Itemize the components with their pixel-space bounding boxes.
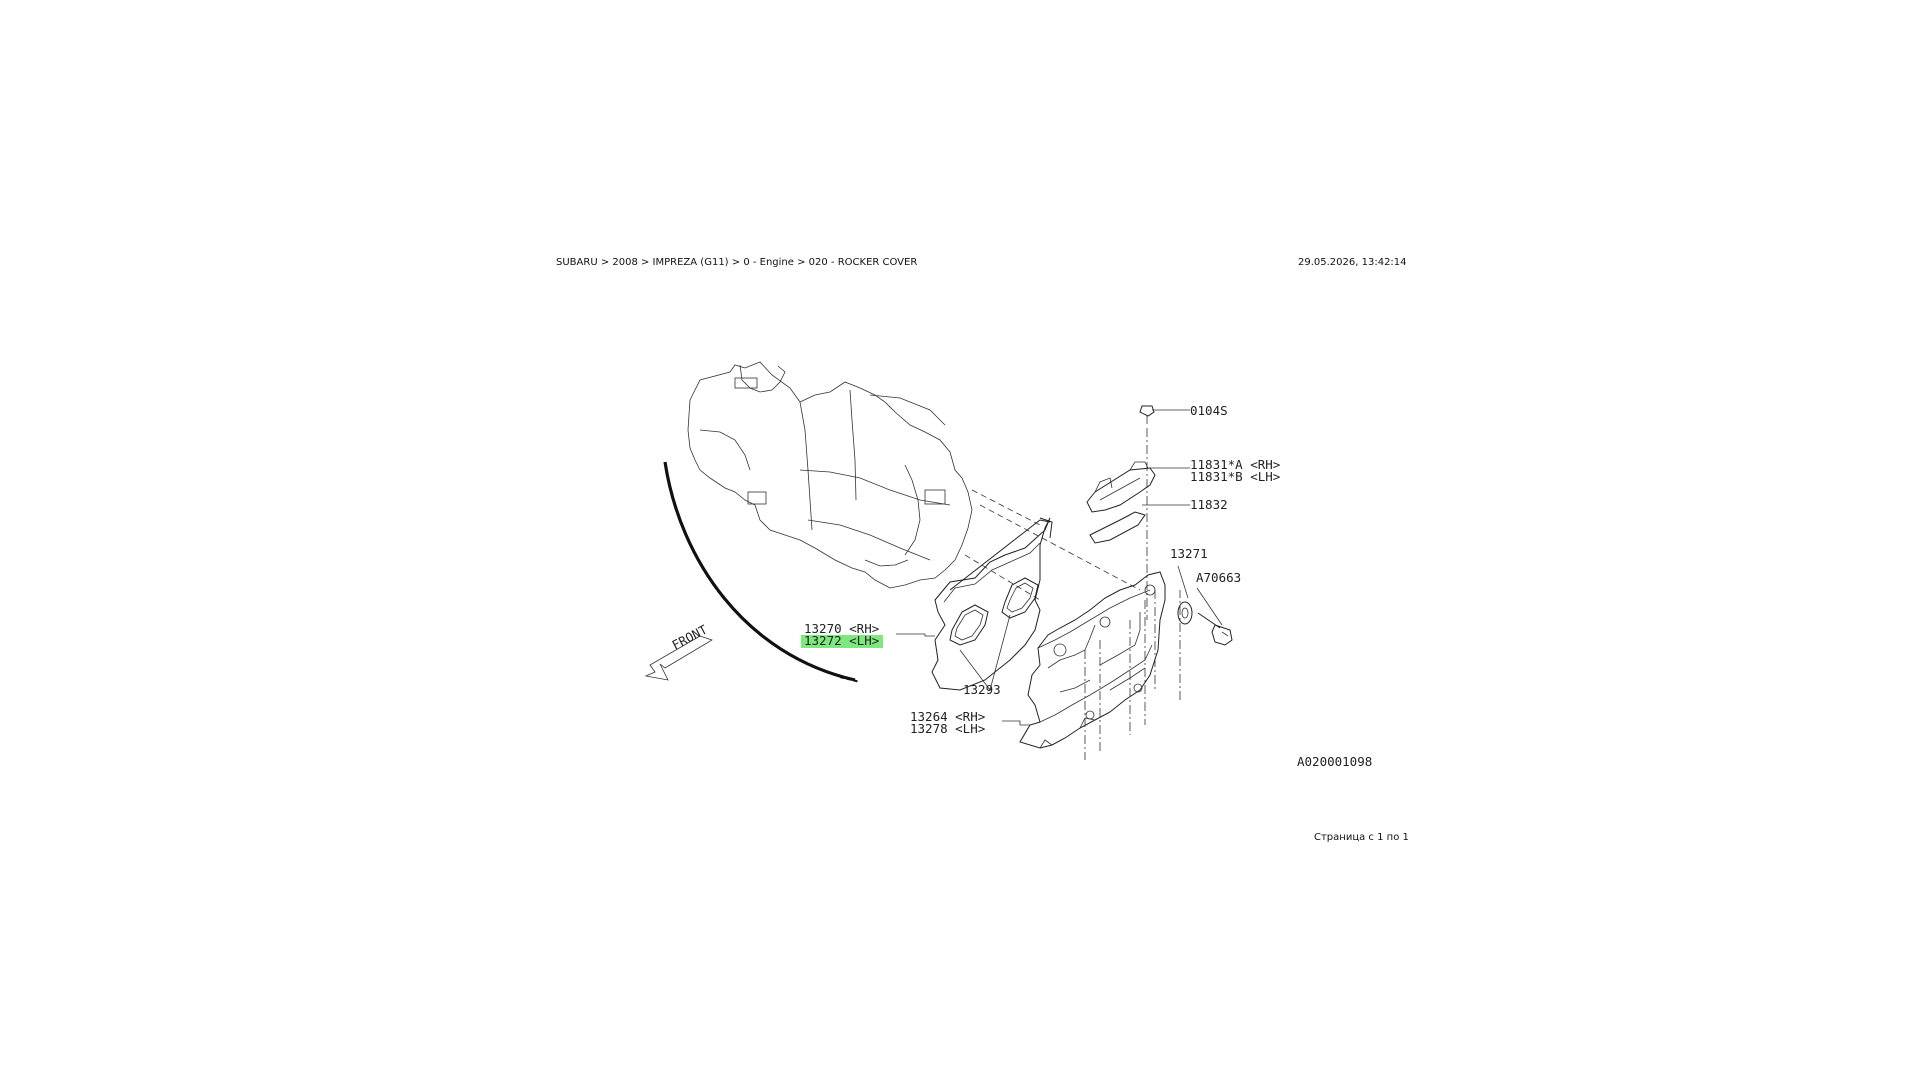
callout-11831b: 11831*B <LH> xyxy=(1190,469,1280,484)
callout-13270: 13270 <RH> xyxy=(804,621,879,636)
spacer-part xyxy=(1089,511,1146,544)
front-arc xyxy=(663,461,856,682)
engine-block-drawing xyxy=(687,361,973,589)
callout-11832: 11832 xyxy=(1190,497,1228,512)
callout-a70663: A70663 xyxy=(1196,570,1241,585)
bracket-part xyxy=(1086,461,1156,513)
page-indicator: Страница с 1 по 1 xyxy=(1314,832,1409,843)
callout-13264: 13264 <RH> xyxy=(910,709,985,724)
breadcrumb: SUBARU > 2008 > IMPREZA (G11) > 0 - Engi… xyxy=(556,257,918,268)
bolt-0104s xyxy=(1139,405,1155,424)
front-label: FRONT xyxy=(669,622,710,653)
highlight-13272 xyxy=(801,635,883,648)
diagram-code: A020001098 xyxy=(1297,754,1372,769)
callout-11831a: 11831*A <RH> xyxy=(1190,457,1280,472)
callout-13293: 13293 xyxy=(963,682,1001,697)
callout-13271: 13271 xyxy=(1170,546,1208,561)
washer-and-bolt xyxy=(1177,601,1233,646)
front-arrow-icon xyxy=(644,635,713,681)
callout-13278: 13278 <LH> xyxy=(910,721,985,736)
callout-13272: 13272 <LH> xyxy=(804,633,879,648)
rocker-cover-part xyxy=(1019,571,1166,749)
gasket-rocker-cover xyxy=(931,517,1053,691)
print-datetime: 29.05.2026, 13:42:14 xyxy=(1298,257,1407,268)
callout-0104s: 0104S xyxy=(1190,403,1228,418)
